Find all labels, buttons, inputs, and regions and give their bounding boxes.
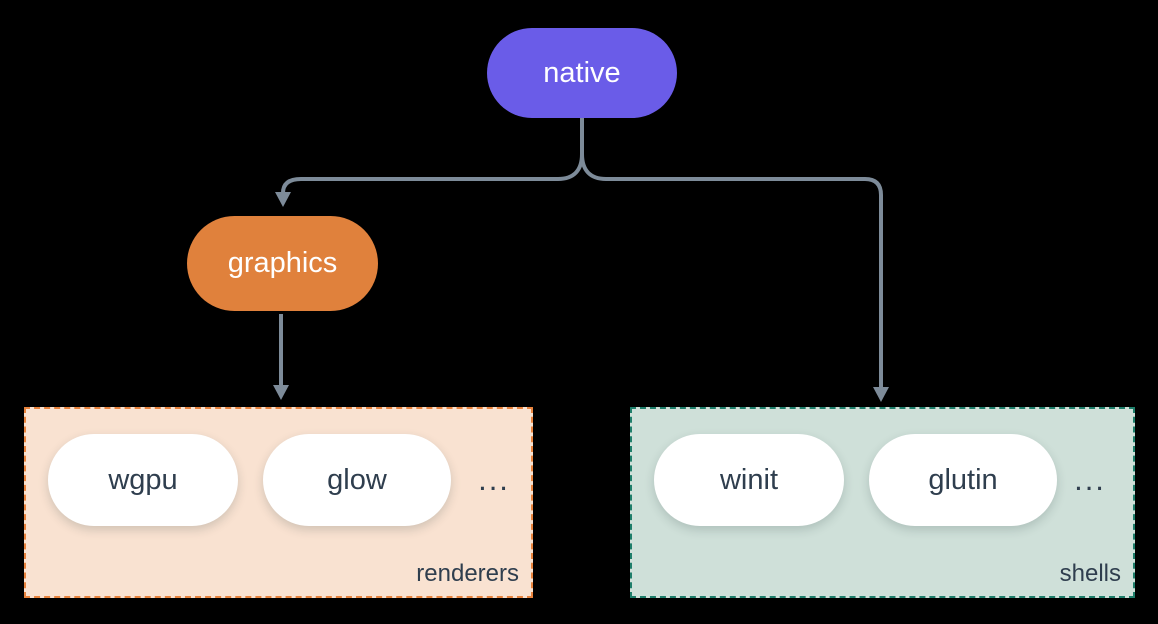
arrowhead-shells [873,387,889,402]
node-wgpu-label: wgpu [108,463,178,496]
node-native: native [487,28,677,118]
arrowhead-graphics [275,192,291,207]
node-graphics-label: graphics [227,247,338,279]
node-wgpu: wgpu [48,434,238,526]
node-graphics: graphics [187,216,378,311]
group-shells: winit glutin ... shells [630,407,1135,598]
node-glutin-label: glutin [928,463,998,496]
renderers-ellipsis: ... [478,462,510,497]
group-renderers: wgpu glow ... renderers [24,407,533,598]
edge-native-to-shells [580,118,883,389]
edge-native-to-graphics [281,118,584,194]
node-winit-label: winit [719,463,778,496]
node-native-label: native [543,56,621,89]
node-glow: glow [263,434,451,526]
shells-ellipsis: ... [1074,462,1106,497]
renderers-group-label: renderers [416,560,519,587]
node-winit: winit [654,434,844,526]
arrowhead-renderers [273,385,289,400]
shells-group-label: shells [1059,560,1121,587]
node-glow-label: glow [327,463,387,496]
node-glutin: glutin [869,434,1057,526]
